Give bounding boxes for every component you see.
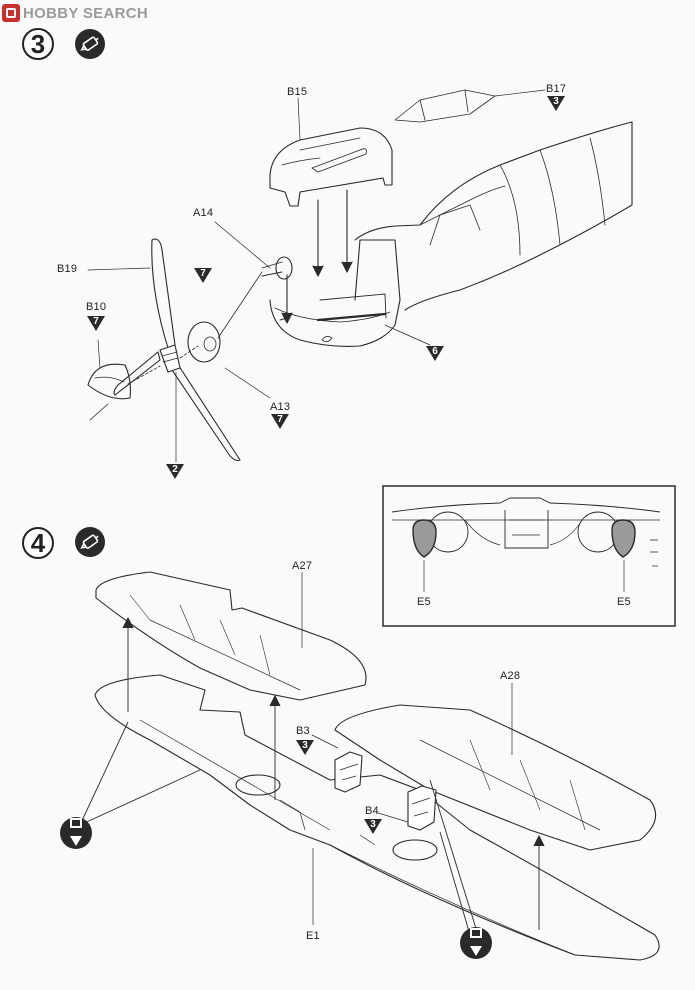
color-ref-b4: 3 [364, 819, 382, 834]
logo-icon [2, 4, 20, 22]
part-label-a14: A14 [193, 207, 214, 219]
part-label-e5-left: E5 [417, 596, 431, 608]
cement-icon [75, 527, 105, 557]
part-label-e1: E1 [306, 930, 320, 942]
color-ref-propeller: 2 [166, 464, 184, 479]
step-3-number: 3 [22, 28, 54, 60]
part-label-a28: A28 [500, 670, 521, 682]
color-ref-b19: 7 [194, 268, 212, 283]
cement-icon [75, 29, 105, 59]
glue-point-icon [60, 817, 92, 849]
glue-point-icon [460, 927, 492, 959]
part-label-e5-right: E5 [617, 596, 631, 608]
part-label-b3: B3 [296, 725, 310, 737]
part-label-b19: B19 [57, 263, 78, 275]
part-label-b10: B10 [86, 301, 107, 313]
color-ref-b3: 3 [296, 740, 314, 755]
logo-text: HOBBY SEARCH [23, 4, 149, 22]
part-label-b4: B4 [365, 805, 379, 817]
color-ref-a13: 7 [271, 414, 289, 429]
part-label-b15: B15 [287, 86, 308, 98]
color-ref-b10: 7 [87, 316, 105, 331]
part-label-a13: A13 [270, 401, 291, 413]
part-label-b17: B17 [546, 83, 567, 95]
color-ref-cowl: 6 [426, 346, 444, 361]
color-ref-b17: 3 [547, 96, 565, 111]
step-4-number: 4 [22, 527, 54, 559]
brand-logo: HOBBY SEARCH [2, 3, 148, 23]
part-label-a27: A27 [292, 560, 313, 572]
